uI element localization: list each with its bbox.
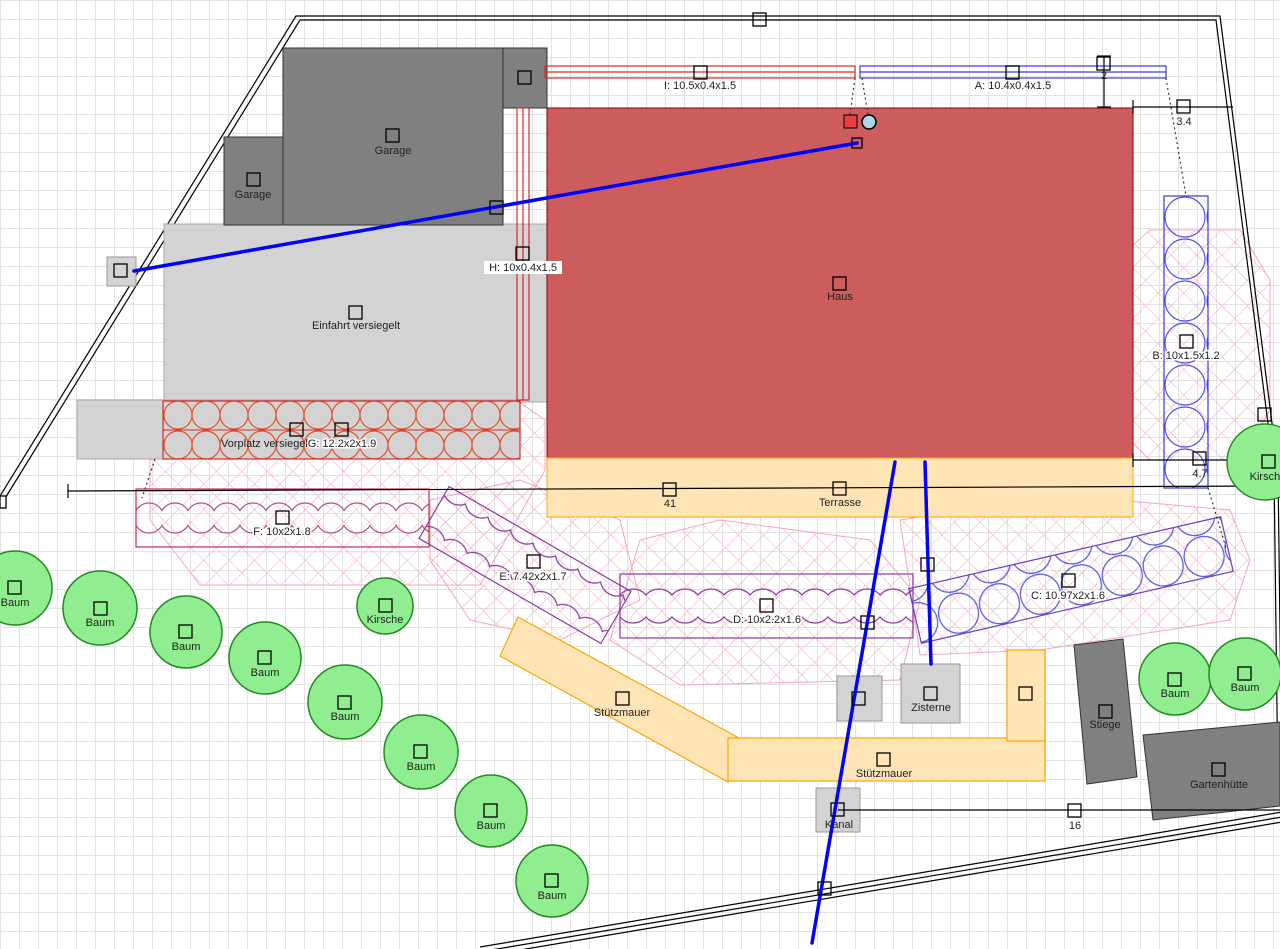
label-stairs: Stiege	[1089, 719, 1120, 731]
house[interactable]	[546, 107, 1134, 459]
label-trench-g: G: 12.2x2x1.9	[308, 438, 377, 450]
label-trench-c: C: 10.97x2x1.6	[1031, 590, 1105, 602]
label-forecourt: Vorplatz versiegelt	[221, 438, 311, 450]
garage-small[interactable]	[223, 136, 284, 226]
label-tree-6: Baum	[407, 761, 436, 773]
tree-1	[0, 550, 53, 626]
dimension-3-4: 3.4	[1176, 116, 1191, 128]
shaft-1[interactable]	[836, 675, 883, 722]
label-trench-d: D: 10x2.2x1.6	[733, 614, 801, 626]
tree-2	[62, 570, 138, 646]
trench-i[interactable]	[544, 65, 856, 79]
trench-d[interactable]	[619, 573, 914, 639]
downspout-box[interactable]	[106, 256, 137, 287]
label-wall-1: Stützmauer	[594, 707, 651, 719]
tree-11	[1138, 642, 1212, 716]
label-tree-3: Baum	[172, 641, 201, 653]
tree-10	[1226, 423, 1280, 501]
label-garage-small: Garage	[235, 189, 272, 201]
label-sewer: Kanal	[825, 819, 853, 831]
label-tree-8: Baum	[538, 890, 567, 902]
label-shed: Gartenhütte	[1190, 779, 1248, 791]
dimension-41: 41	[664, 498, 676, 510]
label-trench-i: I: 10.5x0.4x1.5	[664, 80, 736, 92]
trench-e[interactable]	[418, 485, 632, 645]
label-terrace: Terrasse	[819, 497, 861, 509]
label-trench-b: B: 10x1.5x1.2	[1152, 350, 1219, 362]
dimension-16: 16	[1069, 820, 1081, 832]
downspout-blue[interactable]	[861, 114, 877, 130]
trench-c[interactable]	[908, 516, 1234, 644]
garage-main[interactable]	[282, 47, 504, 226]
driveway[interactable]	[163, 223, 548, 403]
label-tree-2: Baum	[86, 617, 115, 629]
label-tree-7: Baum	[477, 820, 506, 832]
tree-4	[228, 621, 302, 695]
tree-3	[149, 595, 223, 669]
label-house: Haus	[827, 291, 853, 303]
label-tree-10: Kirsche	[1250, 471, 1280, 483]
selection-handles[interactable]	[0, 12, 1276, 896]
label-garage-main: Garage	[375, 145, 412, 157]
label-tree-12: Baum	[1231, 682, 1260, 694]
trees[interactable]	[0, 423, 1280, 918]
tree-7	[454, 774, 528, 848]
cistern[interactable]	[900, 663, 961, 724]
labels: Garage Garage Haus Einfahrt versiegelt V…	[1, 70, 1280, 902]
connector-lines	[141, 77, 1227, 549]
tree-5	[307, 664, 383, 740]
trench-a[interactable]	[859, 65, 1167, 79]
label-tree-11: Baum	[1161, 688, 1190, 700]
label-wall-2: Stützmauer	[856, 768, 913, 780]
trench-b[interactable]	[1163, 195, 1209, 489]
tree-8	[515, 844, 589, 918]
label-tree-9: Kirsche	[367, 614, 404, 626]
label-tree-1: Baum	[1, 597, 30, 609]
label-driveway: Einfahrt versiegelt	[312, 320, 400, 332]
dimension-4-7: 4.7	[1192, 468, 1207, 480]
label-trench-a: A: 10.4x0.4x1.5	[975, 80, 1051, 92]
dimension-2: 2	[1101, 70, 1107, 82]
label-tree-5: Baum	[331, 711, 360, 723]
garage-annex[interactable]	[502, 47, 548, 109]
tree-6	[383, 714, 459, 790]
tree-9	[356, 577, 414, 635]
pipes[interactable]	[132, 141, 933, 945]
label-trench-h: H: 10x0.4x1.5	[489, 262, 557, 274]
stairs[interactable]	[1073, 638, 1138, 785]
label-trench-e: E: 7.42x2x1.7	[499, 571, 566, 583]
trench-f[interactable]	[135, 488, 430, 548]
label-tree-4: Baum	[251, 667, 280, 679]
property-boundary	[0, 15, 1280, 949]
label-trench-f: F: 10x2x1.8	[253, 526, 310, 538]
label-cistern: Zisterne	[911, 702, 951, 714]
retaining-walls[interactable]	[499, 616, 1046, 783]
downspout-red[interactable]	[843, 114, 858, 129]
tree-12	[1208, 637, 1280, 711]
trench-g[interactable]	[162, 400, 521, 460]
